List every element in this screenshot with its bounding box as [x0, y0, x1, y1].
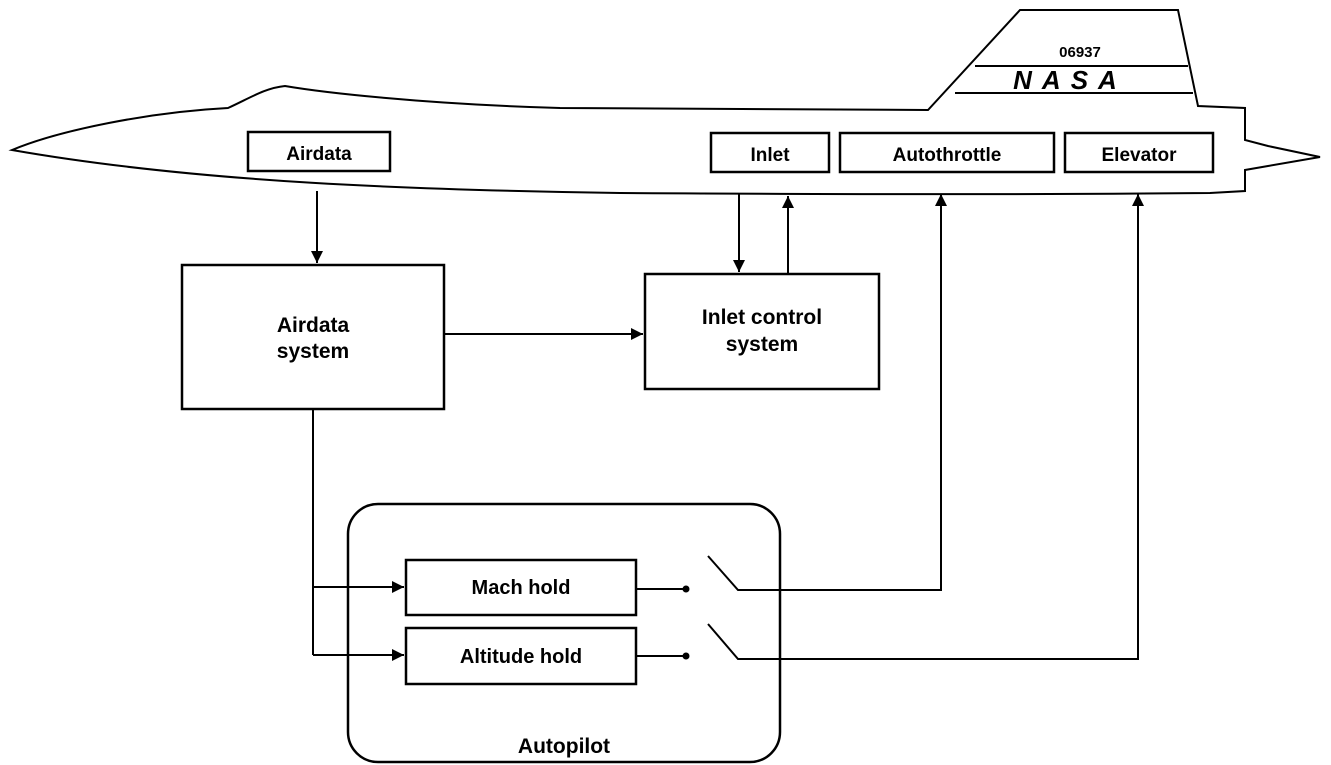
altitude-hold-label: Altitude hold: [460, 646, 582, 668]
altitude-switch-contact: [682, 652, 690, 660]
signal-lines: [311, 191, 1144, 661]
airdata-system-box: Airdata system: [180, 263, 446, 411]
altitude-hold-box: Altitude hold: [404, 626, 638, 686]
autopilot-label: Autopilot: [518, 735, 610, 758]
tail-marking: NASA: [1013, 65, 1127, 95]
inlet-box: Inlet: [709, 131, 831, 174]
autopilot-container: Autopilot: [346, 502, 782, 764]
inlet-control-system-box: Inlet control system: [643, 272, 881, 391]
elevator-label: Elevator: [1102, 145, 1178, 166]
mach-switch-contact: [682, 585, 690, 593]
airdata-system-label-line2: system: [277, 340, 349, 363]
aircraft-outline: 06937 NASA: [8, 9, 1321, 196]
airdata-system-label-line1: Airdata: [277, 314, 350, 337]
inlet-label: Inlet: [750, 145, 790, 166]
inlet-control-label-line1: Inlet control: [702, 306, 822, 329]
elevator-box: Elevator: [1063, 131, 1215, 174]
airdata-sensor-box: Airdata: [246, 130, 392, 173]
mach-hold-label: Mach hold: [472, 577, 571, 599]
airdata-sensor-label: Airdata: [286, 144, 352, 165]
mach-hold-box: Mach hold: [404, 558, 638, 617]
inlet-control-label-line2: system: [726, 333, 798, 356]
autothrottle-box: Autothrottle: [838, 131, 1056, 174]
tail-number: 06937: [1059, 44, 1101, 61]
mach-switch-to-autothrottle: [707, 194, 947, 591]
autothrottle-label: Autothrottle: [893, 145, 1002, 166]
altitude-switch-to-elevator: [707, 194, 1144, 660]
